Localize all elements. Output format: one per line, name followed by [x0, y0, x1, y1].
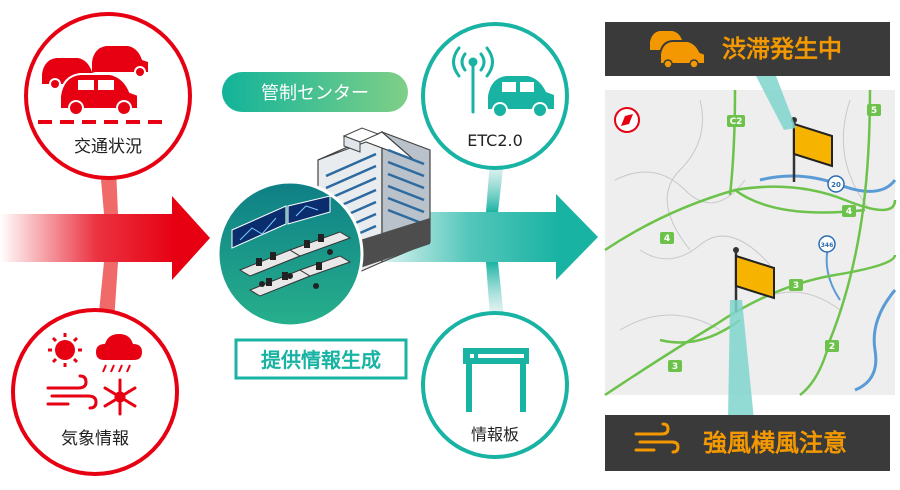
monitor-wall-icon	[231, 195, 331, 249]
map-signboard-congestion	[791, 117, 833, 182]
route-shield: 2	[825, 340, 839, 352]
svg-text:4: 4	[664, 234, 670, 244]
svg-text:3: 3	[672, 362, 678, 372]
svg-text:346: 346	[821, 242, 834, 249]
sun-icon	[48, 333, 82, 367]
congestion-banner: 渋滞発生中	[605, 22, 890, 76]
congestion-pointer	[756, 76, 796, 130]
congestion-alert-text: 渋滞発生中	[722, 35, 842, 63]
route-shield: 4	[842, 205, 856, 217]
weather-label: 気象情報	[61, 429, 129, 449]
map-signboard-wind	[733, 247, 775, 312]
cars-icon	[38, 46, 162, 124]
weather-node: 気象情報	[11, 308, 179, 476]
operator-desks-icon	[238, 231, 352, 297]
route-shield: 20	[827, 175, 845, 193]
svg-text:2: 2	[829, 342, 835, 352]
route-shields: C2 5 20 4 4 346	[660, 104, 881, 372]
etc-label: ETC2.0	[467, 131, 523, 150]
rain-cloud-icon	[96, 334, 142, 373]
svg-text:3: 3	[793, 281, 799, 291]
input-flow-arrow	[0, 196, 210, 280]
control-center-title: 管制センター	[261, 83, 369, 104]
route-shield: 5	[867, 104, 881, 116]
info-generation-label: 提供情報生成	[261, 348, 381, 372]
svg-text:C2: C2	[730, 117, 743, 127]
antenna-icon	[452, 46, 494, 114]
congestion-cars-icon	[650, 31, 706, 69]
weather-icons	[46, 333, 142, 416]
etc-node: ETC2.0	[421, 22, 569, 170]
wind-banner: 強風横風注意	[605, 415, 890, 471]
route-shield: 3	[668, 360, 682, 372]
svg-text:5: 5	[871, 106, 877, 116]
wind-alert-text: 強風横風注意	[703, 429, 847, 457]
wind-pointer	[728, 300, 754, 420]
svg-text:20: 20	[831, 181, 841, 189]
board-connector	[486, 262, 504, 318]
snowflake-icon	[103, 378, 137, 416]
board-label: 情報板	[471, 425, 519, 444]
info-board-node: 情報板	[421, 311, 569, 459]
control-center-pill: 管制センター	[222, 72, 408, 112]
info-generation-box: 提供情報生成	[234, 338, 408, 380]
road-map: C2 5 20 4 4 346	[604, 76, 897, 420]
weather-connector	[98, 262, 118, 322]
wind-icon	[46, 374, 98, 410]
traffic-label: 交通状況	[74, 137, 142, 157]
etc-connector	[486, 160, 504, 212]
svg-text:4: 4	[846, 207, 852, 217]
control-room-node	[216, 180, 364, 328]
strong-wind-icon	[634, 422, 680, 454]
route-shield: C2	[727, 115, 745, 127]
traffic-node: 交通状況	[24, 12, 192, 180]
sign-board-icon	[463, 348, 529, 412]
building-icon	[317, 127, 431, 291]
route-shield: 3	[789, 279, 803, 291]
route-shield: 346	[818, 235, 836, 253]
compass-icon	[614, 107, 640, 133]
route-shield: 4	[660, 232, 674, 244]
car-icon	[488, 76, 554, 118]
